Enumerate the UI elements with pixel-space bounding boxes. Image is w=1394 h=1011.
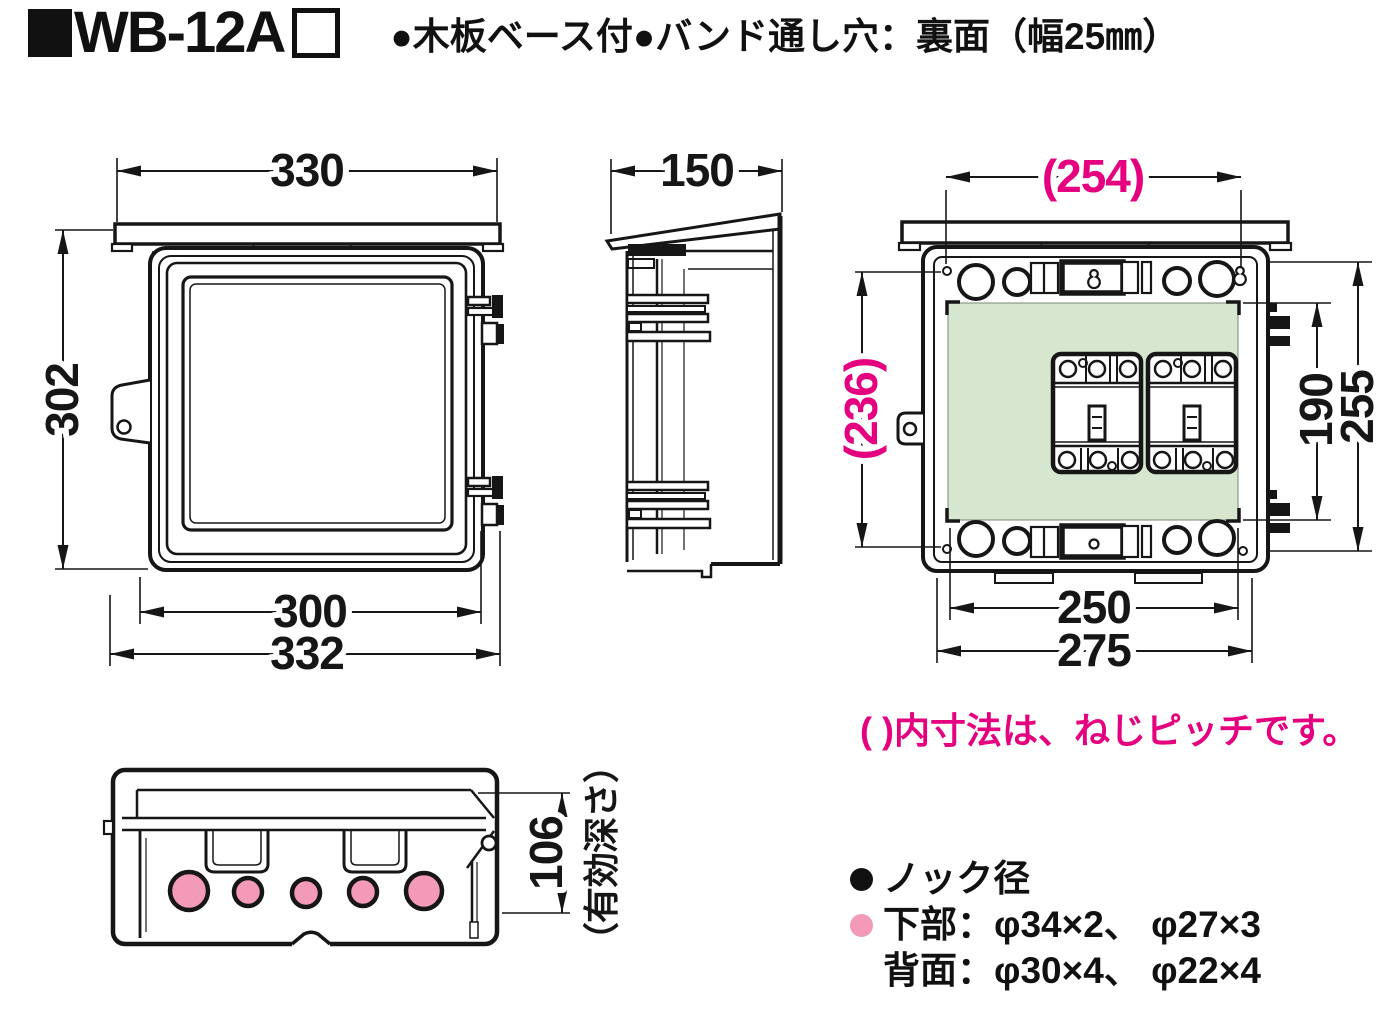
latch-screw-hole bbox=[116, 419, 132, 435]
back-bottom-knockouts bbox=[942, 519, 1248, 560]
filled-square-icon bbox=[28, 9, 72, 57]
dim-back-inner-width: 250 bbox=[1057, 581, 1131, 633]
knockout-27 bbox=[289, 876, 323, 910]
dim-front-left-height: 302 bbox=[36, 363, 88, 437]
product-features: ●木板ベース付●バンド通し穴：裏面（幅25㎜） bbox=[390, 16, 1180, 57]
back-view: (254) (236) 250 275 190 255 bbox=[829, 144, 1389, 682]
keyhole-slot-icon bbox=[1087, 268, 1101, 290]
keyhole-slot-icon bbox=[1233, 265, 1247, 287]
black-bullet-icon bbox=[850, 867, 873, 891]
hinge-tabs-right bbox=[1267, 303, 1290, 533]
dim-back-base-height: 190 bbox=[1290, 373, 1342, 447]
hinge-lower bbox=[466, 476, 504, 527]
dim-side-depth: 150 bbox=[660, 144, 734, 196]
dim-back-body-width: 275 bbox=[1057, 624, 1131, 676]
knockout-27 bbox=[346, 875, 380, 909]
hinge-profile-lower bbox=[625, 480, 712, 530]
front-view: 330 302 300 332 bbox=[30, 138, 505, 685]
dim-back-pitch-height: (236) bbox=[835, 358, 887, 460]
breaker-toggle bbox=[1087, 404, 1107, 442]
bullet-spacer bbox=[850, 960, 873, 983]
knockout-legend: ノック径 下部：φ34×2、 φ27×3 背面：φ30×4、 φ22×4 bbox=[850, 856, 1261, 994]
legend-back-row: 背面：φ30×4、 φ22×4 bbox=[850, 948, 1261, 994]
dim-front-outer-width: 332 bbox=[270, 627, 344, 679]
legend-bottom-knockouts: 下部：φ34×2、 φ27×3 bbox=[883, 904, 1261, 945]
bottom-view: 106 （有効深さ） bbox=[102, 742, 628, 964]
side-view: 150 bbox=[604, 138, 783, 579]
model-number: WB-12A bbox=[74, 0, 286, 65]
open-square-icon bbox=[292, 8, 341, 58]
knockout-34 bbox=[403, 870, 445, 912]
legend-back-knockouts: 背面：φ30×4、 φ22×4 bbox=[883, 950, 1261, 991]
dim-bottom-effective-depth-note: （有効深さ） bbox=[581, 748, 622, 958]
legend-title: ノック径 bbox=[883, 858, 1031, 899]
knockout-34 bbox=[167, 869, 211, 913]
dim-back-pitch-width: (254) bbox=[1042, 150, 1144, 202]
back-top-knockouts bbox=[942, 259, 1247, 301]
legend-bottom-row: 下部：φ34×2、 φ27×3 bbox=[850, 902, 1261, 948]
bottom-knockouts bbox=[167, 869, 445, 913]
hinge-upper bbox=[466, 295, 504, 346]
hinge-profile-upper bbox=[625, 293, 712, 343]
page-header: WB-12A ●木板ベース付●バンド通し穴：裏面（幅25㎜） bbox=[28, 0, 1180, 65]
pink-bullet-icon bbox=[850, 913, 873, 937]
dim-front-inner-width: 300 bbox=[273, 585, 347, 637]
knockout-27 bbox=[231, 875, 265, 909]
legend-title-row: ノック径 bbox=[850, 856, 1261, 902]
circuit-breaker bbox=[1050, 351, 1144, 475]
dim-back-opening-height: 255 bbox=[1331, 370, 1383, 444]
dim-front-top-width: 330 bbox=[270, 144, 344, 196]
dim-bottom-effective-depth: 106 bbox=[520, 816, 572, 890]
screw-pitch-note: ( )内寸法は、ねじピッチです。 bbox=[860, 710, 1359, 751]
